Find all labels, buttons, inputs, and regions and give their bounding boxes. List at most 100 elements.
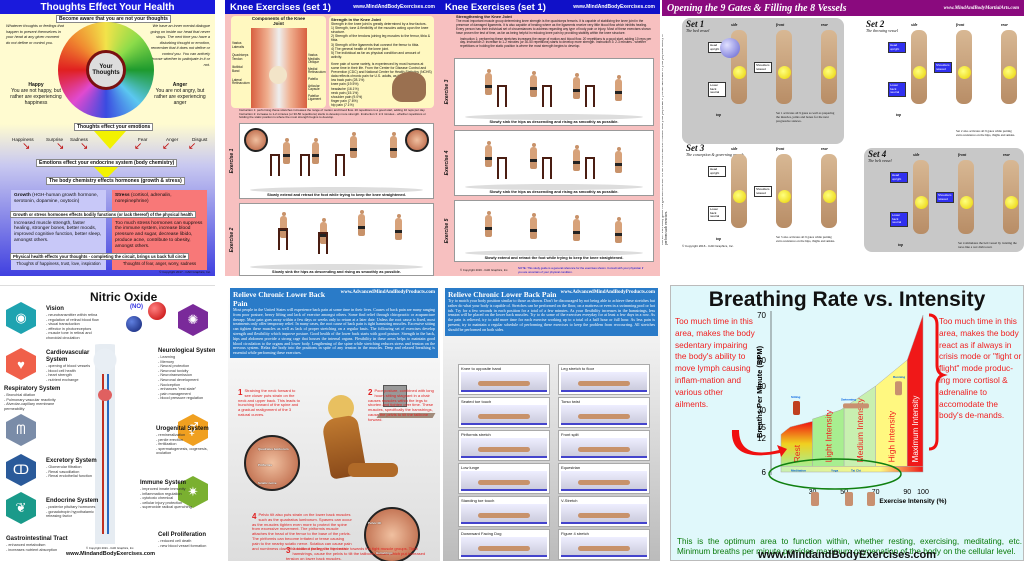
system-item: - cytotoxic chemical [140,496,174,501]
knee-label: Medial Retinaculum [308,66,326,75]
system-immune-system: Immune System- improved innate immunity-… [140,480,202,510]
red-arrow-icon: ↘ [80,141,89,152]
stretch-name: Figure 4 stretch [561,531,589,536]
emotion-label: Anger [166,137,179,142]
point-number: 4 [252,512,257,521]
nitric-oxide-poster: Nitric Oxide (NO) ◉Vision- neurotransmit… [0,285,215,561]
strength-line: 4) The general health of the knee joint. [331,46,389,51]
stretch-card: Leg stretch to floor [558,364,650,395]
set-subtitle: The belt vessel [868,158,892,163]
stretch-name: Piriformis stretch [461,432,491,437]
zone-label: Light Intensity [823,409,833,462]
point-text: Just like a pulley, the hips rotate towa… [286,546,426,561]
system-vision: Vision- neurotransmitter within retina- … [46,306,108,341]
view-label: front [956,22,965,27]
system-item: - blood pressure regulation [158,396,204,401]
pain-stat: neck pain (15.1%) [331,90,359,95]
view-label: side [913,152,920,157]
system-item: - visual transduction [46,322,80,327]
set-name: Set 2 [866,19,885,29]
system-item: - reduced cell death [158,539,192,543]
stretch-photo [461,438,547,458]
knee-label: Quadriceps Tendon [232,53,249,61]
y-tick-label: 15 [757,423,766,432]
emotions-list: Happiness↘Surprise↘Sadness↘Fear↘Anger↘Di… [8,137,208,152]
posture-tag: Head upright [708,166,726,178]
zone-label: High Intensity [886,410,896,462]
title-bar: Opening the 9 Gates & Filling the 8 Vess… [662,0,1024,16]
system-respiratory-system: Respiratory System- Bronchial dilation- … [4,386,66,411]
knee-exercises-poster-1: Knee Exercises (set 1)www.MindAndBodyExe… [225,0,440,276]
system-gastrointestinal-tract: Gastrointestinal Tract- enhanced metabol… [6,536,68,552]
exercise-caption: Slowly extend and retract the foot while… [267,193,406,197]
exercise-caption: Slowly sink the hips as descending and r… [272,270,401,274]
system-item: - regulation of retinal blood flow [46,317,99,322]
knee-label: Vastus Medialis Oblique [308,53,320,65]
emotion-label: Disgust [192,137,208,142]
system-item: - enhances "rest state" [158,387,197,392]
exercise-row: Exercise 2 Slowly sink the hips as desce… [229,203,434,276]
stretch-card: Front split [558,430,650,461]
set-description: Set 3 also activates all 9 gates while p… [776,235,836,243]
pain-stats: low back pain (28.1%)knee pain (19.5%)he… [331,78,432,107]
exercise-caption: Slowly sink the hips as descending and r… [489,190,619,194]
emotion-label: Surprise [46,137,64,142]
stretch-card: Knee to opposite hand [458,364,550,395]
system-item: - Memory [158,359,175,364]
view-label: front [776,22,785,27]
exercise-label: Exercise 5 [444,218,450,244]
components-title: Components of the Knee Joint [251,16,306,26]
url: www.MindAndBodyMartialArts.com [943,5,1019,11]
stretch-name: Standing toe touch [461,498,495,503]
y-tick-label: 30 [757,406,766,415]
virus-icon-glyph: ✷ [187,484,199,499]
figure [485,141,492,167]
set-description: Set 1 activates all 9 gates as well as p… [776,111,835,123]
red-arrow-icon: ↘ [162,141,171,152]
point-text: Poor posture, combined with long hours s… [368,388,434,422]
system-item: - new blood vessel formation [158,543,207,548]
figure [573,215,580,241]
band-label: Yoga [831,468,838,472]
pain-figure [392,72,426,102]
posture-tag: Shoulders relaxed [754,62,772,74]
stretch-name: Downward Facing Dog [461,531,502,536]
y-tick-label: 70 [757,311,766,320]
eye-icon-glyph: ◉ [15,310,27,325]
endocrine-header: Emotions effect your endocrine system (b… [36,159,178,167]
intro-text: Try to match your body position similar … [448,298,655,332]
view-label: top [896,112,902,117]
optimum-area-ellipse [768,458,902,490]
breathing-rate-poster: Breathing Rate vs. Intensity Too much ti… [670,285,1024,561]
stretch-name: V-Stretch [561,498,578,503]
stretch-name: Low lunge [461,465,480,470]
nitric-title: Nitric Oxide [90,290,158,304]
stretch-photo [561,537,647,557]
x-axis-label: Exercise Intensity (%) [879,498,946,505]
low-intensity-band [780,466,924,473]
stress-text: (cortisol, adrenalin, norepinephrine) [115,193,172,204]
human-body-figure [80,344,130,544]
system-item: - improved innate immunity [140,487,186,491]
system-cell-proliferation: Cell Proliferation- reduced cell death- … [158,532,215,548]
eye-icon: ◉ [6,302,36,334]
knee-anatomy-box: Components of the Knee Joint Vastus Late… [231,16,326,108]
copyright: © Copyright 2017 - CAD Graphics, Inc. [159,270,211,274]
system-item: - Glomerular filtration [46,465,82,469]
virus-icon: ✷ [178,476,208,508]
heart-icon-glyph: ♥ [17,356,25,372]
exercise-caption: Slowly sink the hips as descending and r… [489,120,619,124]
activity-figure [793,401,800,415]
system-name: Gastrointestinal Tract [6,536,68,542]
stretch-photo [561,372,647,392]
y-axis-label: Breaths Per Minute (BPM) [755,345,764,438]
system-item: - pain management [158,391,191,396]
ball-icon [720,38,740,58]
thoughts-poster: Thoughts Effect Your Health Become aware… [0,0,215,276]
stretch-name: Seated toe touch [461,399,492,404]
